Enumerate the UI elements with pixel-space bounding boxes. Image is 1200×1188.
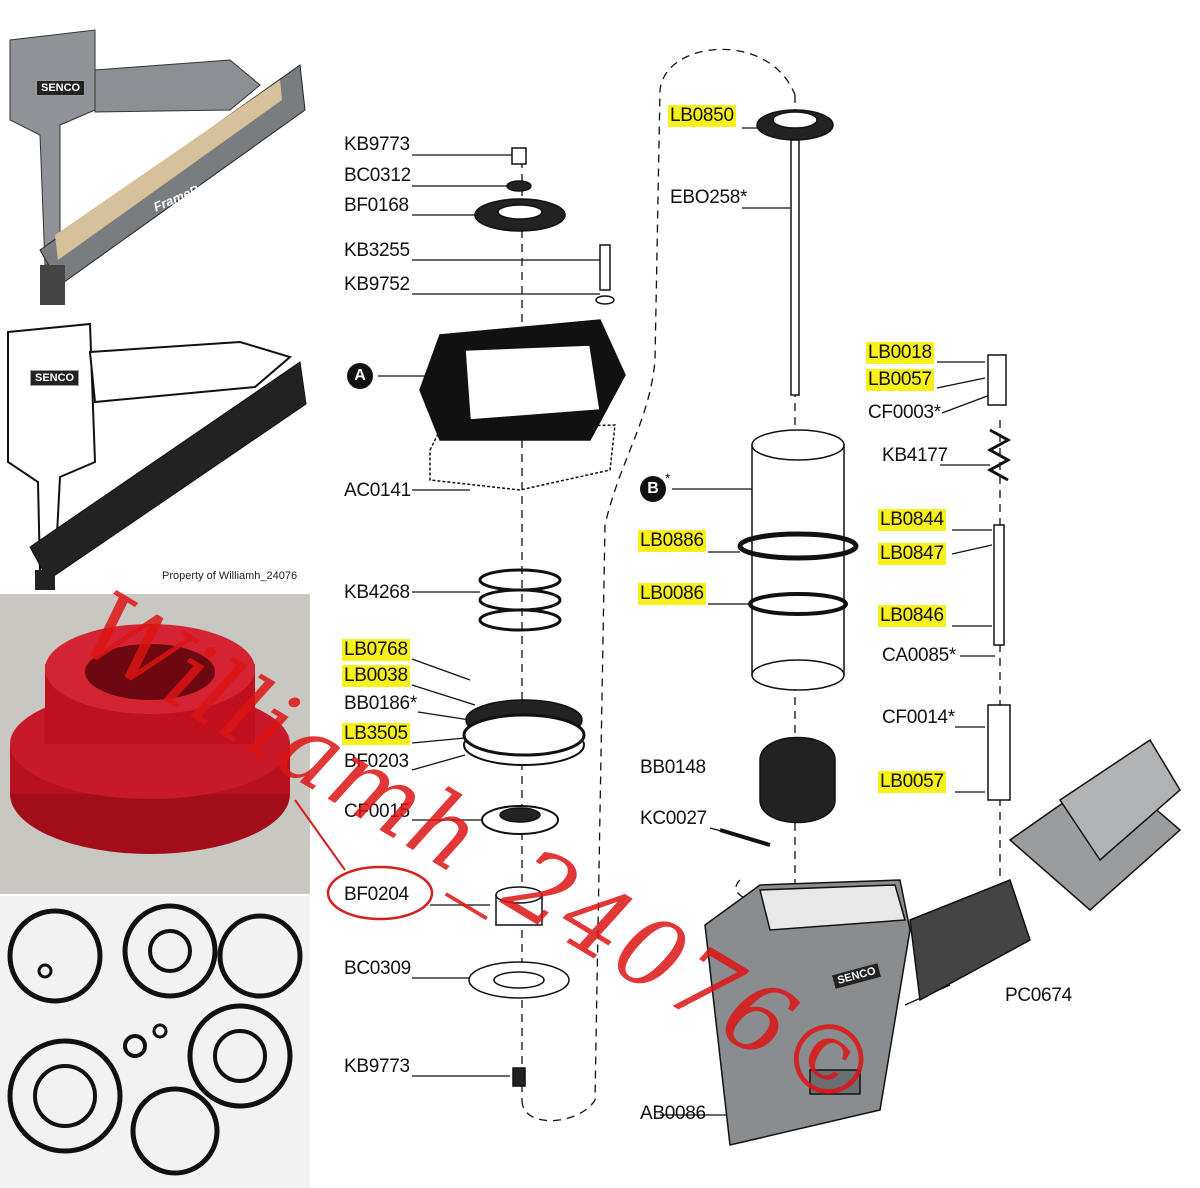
property-note: Property of Williamh_24076 bbox=[162, 570, 298, 582]
label-cf0003: CF0003* bbox=[868, 402, 941, 423]
label-bb0186: BB0186* bbox=[344, 693, 417, 714]
label-lb0038: LB0038 bbox=[342, 665, 410, 687]
label-lb0886: LB0886 bbox=[638, 530, 706, 552]
label-bf0203: BF0203 bbox=[344, 751, 409, 772]
label-lb0768: LB0768 bbox=[342, 639, 410, 661]
label-ebo258: EBO258* bbox=[670, 187, 748, 208]
label-lb0850: LB0850 bbox=[668, 105, 736, 127]
label-kb4268: KB4268 bbox=[344, 582, 410, 603]
nailer-700xl-drawing: SENCO FramePro 700XL bbox=[0, 312, 310, 590]
label-lb0847: LB0847 bbox=[878, 543, 946, 565]
label-ca0085: CA0085* bbox=[882, 645, 956, 666]
label-bf0168: BF0168 bbox=[344, 195, 409, 216]
label-cf0014: CF0014* bbox=[882, 707, 955, 728]
label-lb0057-top: LB0057 bbox=[866, 369, 934, 391]
label-kc0027: KC0027 bbox=[640, 808, 707, 829]
brand-badge-700: SENCO bbox=[30, 370, 80, 386]
label-kb9773-bottom: KB9773 bbox=[344, 1056, 410, 1077]
callout-b: B bbox=[640, 476, 666, 502]
label-lb0018: LB0018 bbox=[866, 342, 934, 364]
callout-b-star: * bbox=[665, 470, 671, 486]
brand-badge-750: SENCO bbox=[36, 80, 86, 96]
label-bc0312: BC0312 bbox=[344, 165, 411, 186]
label-kb9752: KB9752 bbox=[344, 274, 410, 295]
label-lb0844: LB0844 bbox=[878, 509, 946, 531]
label-cf0015: CF0015 bbox=[344, 801, 410, 822]
label-lb0086: LB0086 bbox=[638, 583, 706, 605]
label-kb4177: KB4177 bbox=[882, 445, 948, 466]
label-ac0141: AC0141 bbox=[344, 480, 411, 501]
label-lb0846: LB0846 bbox=[878, 605, 946, 627]
label-bf0204: BF0204 bbox=[344, 884, 409, 905]
label-pc0674: PC0674 bbox=[1005, 985, 1072, 1006]
label-bb0148: BB0148 bbox=[640, 757, 706, 778]
callout-a: A bbox=[347, 363, 373, 389]
label-ab0086: AB0086 bbox=[640, 1103, 706, 1124]
orings-photo bbox=[0, 896, 310, 1188]
label-bc0309: BC0309 bbox=[344, 958, 411, 979]
label-lb0057-bottom: LB0057 bbox=[878, 771, 946, 793]
label-kb9773-top: KB9773 bbox=[344, 134, 410, 155]
label-kb3255: KB3255 bbox=[344, 240, 410, 261]
label-lb3505: LB3505 bbox=[342, 723, 410, 745]
nailer-750xl-photo: SENCO FramePro 750XL bbox=[0, 0, 310, 310]
red-seal-photo bbox=[0, 594, 310, 894]
